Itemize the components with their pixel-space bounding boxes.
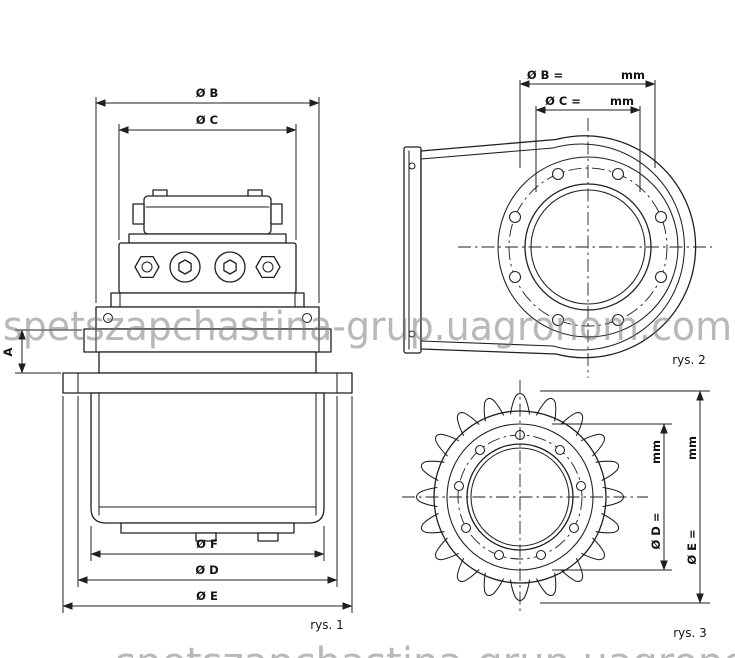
dim-label-oe-eq: Ø E = [685, 529, 699, 564]
motor-side-view: Ø B = mm Ø C = mm rys. 2 [403, 68, 712, 378]
dim-label-oe: Ø E [196, 589, 218, 603]
dim-label-a: A [1, 347, 15, 356]
figure-caption-3: rys. 3 [673, 626, 707, 640]
watermark-text-fragment: spetszapchastina-grup.uagronom.com [115, 640, 735, 658]
drum-housing [90, 392, 325, 524]
dim-unit-oe: mm [685, 436, 699, 460]
dim-label-oc: Ø C [196, 113, 218, 127]
sprocket-view: mm Ø D = mm Ø E = rys. 3 [402, 380, 710, 640]
dim-label-od-eq: Ø D = [649, 513, 663, 550]
watermark-text: spetszapchastina-grup.uagronom.com [3, 304, 732, 350]
motor-body [62, 189, 353, 542]
fig1-dimensions: Ø B Ø C A Ø F Ø D Ø E [1, 86, 353, 613]
dim-label-ob-eq: Ø B = [527, 68, 563, 82]
dim-unit-ob: mm [621, 68, 645, 82]
figure-caption-2: rys. 2 [672, 353, 706, 367]
figure-caption-1: rys. 1 [310, 618, 344, 632]
fig2-dimensions: Ø B = mm Ø C = mm [519, 68, 656, 192]
dim-label-ob: Ø B [196, 86, 219, 100]
final-drive-front-view: Ø B Ø C A Ø F Ø D Ø E rys. 1 [1, 86, 353, 632]
dim-label-oc-eq: Ø C = [545, 94, 581, 108]
dim-unit-oc: mm [610, 94, 634, 108]
fig3-dimensions: mm Ø D = mm Ø E = [540, 390, 710, 604]
dim-unit-od: mm [649, 440, 663, 464]
dim-label-od: Ø D [195, 563, 218, 577]
dim-label-of: Ø F [196, 537, 218, 551]
